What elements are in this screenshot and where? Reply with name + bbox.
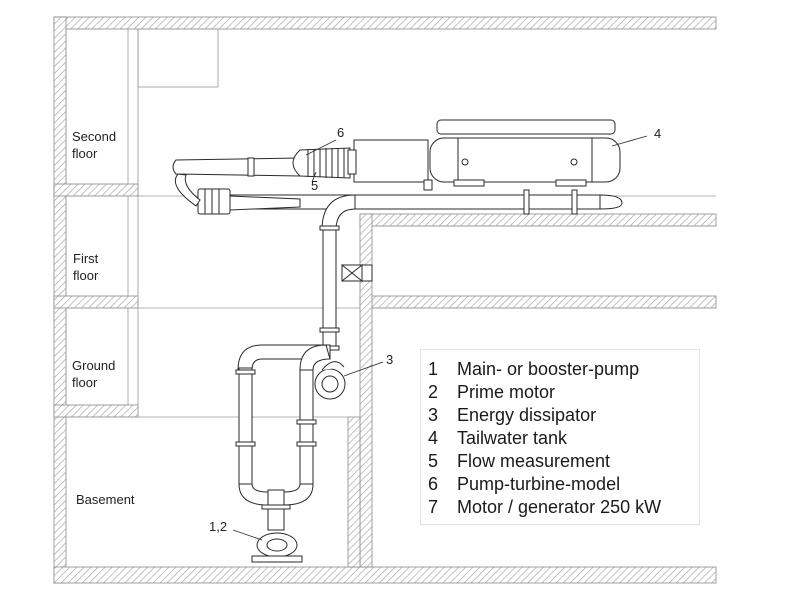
floor-label-ground-line1: Ground [72,358,116,373]
flow-meter [197,188,231,215]
building-walls [53,16,717,584]
legend-number: 7 [428,497,439,517]
right-downcomer [299,369,314,487]
floor-label-ground-line2: floor [72,375,98,390]
legend-text: Prime motor [457,382,556,402]
pump-bend-left [238,483,269,506]
left-downcomer [238,367,253,487]
callout-4: 4 [654,126,662,141]
legend-number: 1 [428,359,439,379]
tailwater-tank [429,137,621,183]
floor-label-first-line1: First [73,251,99,266]
callout-5: 5 [311,178,319,193]
legend-number: 6 [428,474,439,494]
floor-label-second-line1: Second [72,129,117,144]
legend-number: 3 [428,405,439,425]
legend-text: Main- or booster-pump [457,359,640,379]
riser-flange-1 [319,225,340,231]
legend-text: Motor / generator 250 kW [457,497,662,517]
floor-label-basement: Basement [76,492,135,507]
roof-wall [53,16,717,30]
piping-system [172,119,623,563]
inner-wall-right [359,213,373,568]
first-floor-slab-left [53,295,139,309]
upper-return-pipe [172,157,301,177]
legend-number: 5 [428,451,439,471]
legend-number: 2 [428,382,439,402]
floor-label-first-line2: floor [73,268,99,283]
callout-3: 3 [386,352,394,367]
floor-label-ground: Ground floor [72,357,115,391]
ground-floor-slab-left [53,404,139,418]
floor-label-second: Second floor [72,128,116,162]
pit-wall-right [347,416,361,568]
flow-measurement-cone [229,195,301,211]
upper-right-slab [359,213,717,227]
tailwater-tank-top [436,119,616,135]
legend-text: Energy dissipator [457,405,597,425]
second-floor-slab [53,183,139,197]
floor-label-second-line2: floor [72,146,98,161]
callout-1-2: 1,2 [209,519,228,534]
legend-text: Tailwater tank [457,428,568,448]
pump-suction-pipe [267,489,285,531]
callout-leaders [232,135,648,541]
riser-flange-2 [319,327,340,333]
callout-6: 6 [337,125,345,140]
motor-generator [353,139,429,183]
pump-bend-right [283,483,314,506]
floor-label-first: First floor [73,250,98,284]
first-floor-slab-right [359,295,717,309]
riser-elbow-top [321,194,356,231]
bottom-wall [53,566,717,584]
legend-text: Pump-turbine-model [457,474,621,494]
legend-text: Flow measurement [457,451,611,471]
legend: 1 Main- or booster-pump 2 Prime motor 3 … [420,349,700,525]
pump-base [251,555,303,563]
pump-turbine-spiral [292,147,351,179]
legend-number: 4 [428,428,439,448]
